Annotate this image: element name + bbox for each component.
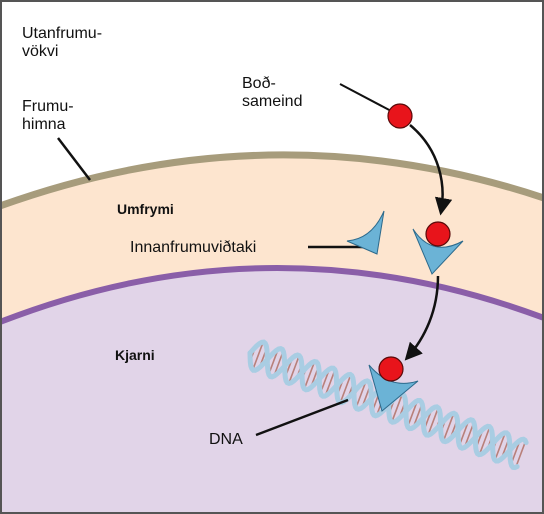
dna-base-pair [391, 395, 403, 421]
label-cytoplasm: Umfrymi [117, 201, 174, 217]
dna-base-pair [320, 370, 330, 392]
dna-base-pair [479, 428, 490, 454]
dna-strand-2 [247, 339, 520, 471]
pointer-dna [255, 398, 349, 437]
label-nucleus: Kjarni [115, 347, 155, 363]
dna-base-pair [407, 402, 418, 426]
dna-base-pair [340, 376, 351, 402]
label-signal-line1: Boð- [242, 75, 276, 92]
signal-molecule-bound-icon [425, 221, 451, 247]
nuclear-membrane [1, 265, 543, 325]
pointer-membrane [57, 137, 91, 181]
dna-base-pair [304, 363, 315, 388]
dna-base-pair [443, 414, 454, 440]
nucleus-region [1, 268, 543, 513]
signal-molecule-icon [387, 103, 413, 129]
dna-base-pair [459, 422, 469, 444]
dna-base-pair [252, 343, 264, 369]
signal-molecule-on-dna-icon [378, 356, 404, 382]
label-membrane-line1: Frumu- [22, 98, 74, 115]
cell-membrane [1, 151, 543, 210]
dna-base-pair [413, 405, 423, 427]
dna-base-pair [494, 434, 506, 459]
label-extracellular-line1: Utanfrumu- [22, 25, 102, 42]
label-receptor: Innanfrumuviðtaki [130, 239, 256, 256]
pointer-signal [339, 83, 394, 113]
label-extracellular-line2: vökvi [22, 43, 58, 60]
dna-base-pair [515, 442, 526, 466]
label-membrane-line2: himna [22, 116, 66, 133]
dna-base-pair [288, 357, 300, 382]
dna-base-pair [464, 423, 474, 446]
receptor-bound-icon [412, 228, 464, 275]
label-signal-line2: sameind [242, 93, 302, 110]
arrow-into-nucleus [404, 275, 440, 361]
dna-base-pair [511, 441, 521, 463]
dna-base-pair [427, 409, 439, 434]
dna-base-pair [268, 350, 279, 373]
receptor-icon [346, 210, 385, 255]
dna-base-pair [273, 352, 284, 375]
dna-base-pair [325, 371, 336, 395]
label-dna: DNA [209, 431, 243, 448]
dna-base-pair [355, 382, 367, 407]
arrow-into-cell [409, 124, 453, 216]
dna-base-pair [361, 386, 371, 407]
